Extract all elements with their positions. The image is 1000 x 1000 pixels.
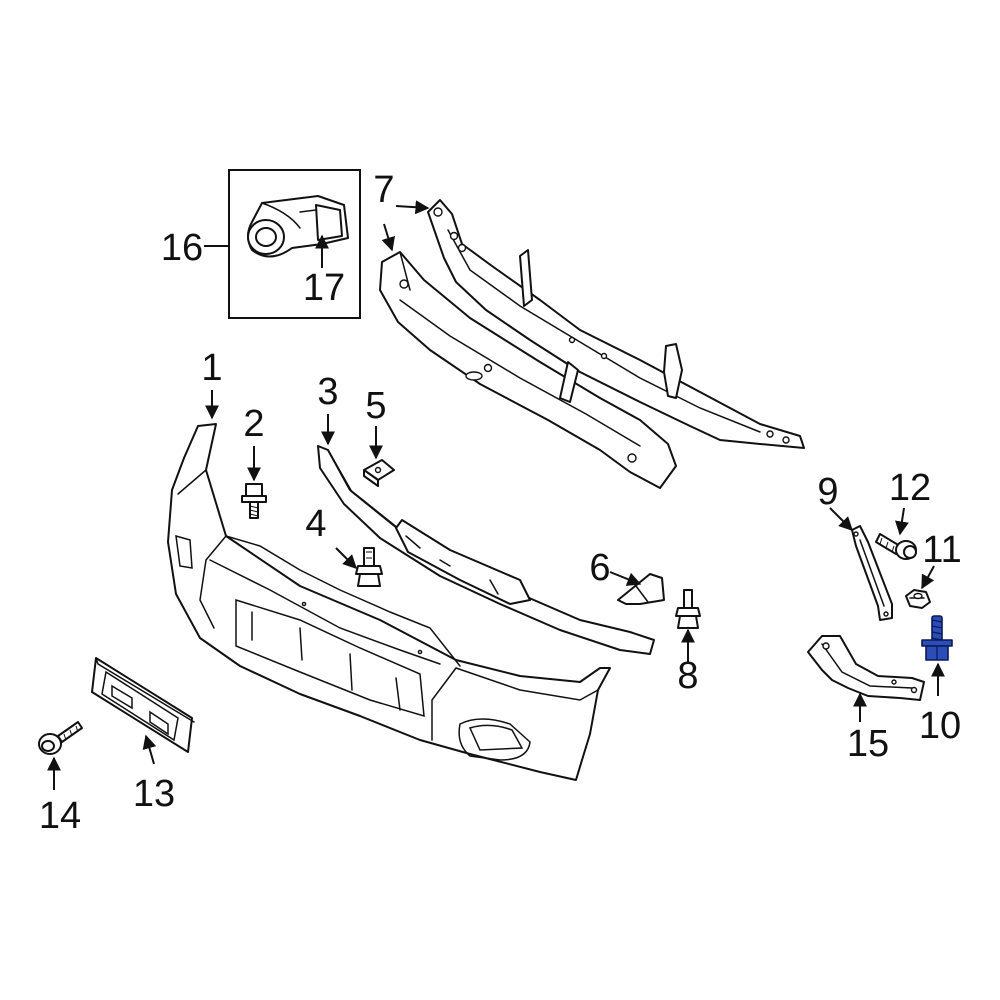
callout-15: 15 xyxy=(847,723,889,765)
push-pin-8-part[interactable] xyxy=(675,589,701,629)
bolt-2-part[interactable] xyxy=(241,483,267,519)
callout-5: 5 xyxy=(365,385,386,427)
push-pin-part[interactable] xyxy=(355,547,383,587)
callout-10[interactable]: 10 xyxy=(919,705,961,747)
callout-6: 6 xyxy=(589,547,610,589)
clip-nut-part[interactable] xyxy=(363,459,395,487)
bolt-10-highlighted-part[interactable] xyxy=(921,615,953,661)
lower-bracket-part[interactable] xyxy=(807,635,925,701)
callout-8: 8 xyxy=(677,655,698,697)
callout-4: 4 xyxy=(305,503,326,545)
support-rod-part[interactable] xyxy=(851,525,893,621)
reinforcement-beam-part[interactable] xyxy=(379,199,805,489)
callout-13: 13 xyxy=(133,773,175,815)
retainer-strip-part[interactable] xyxy=(317,445,655,655)
callout-17: 17 xyxy=(303,267,345,309)
license-plate-bracket-part[interactable] xyxy=(91,657,195,753)
callout-14: 14 xyxy=(39,795,81,837)
callout-3: 3 xyxy=(317,371,338,413)
callout-1: 1 xyxy=(201,347,222,389)
screw-14-part[interactable] xyxy=(38,721,83,755)
nut-11-part[interactable] xyxy=(905,589,931,609)
sensor-inset-box xyxy=(204,169,361,319)
callout-9: 9 xyxy=(817,471,838,513)
bumper-cover-part[interactable] xyxy=(167,423,611,781)
callout-7: 7 xyxy=(373,169,394,211)
callout-2: 2 xyxy=(243,403,264,445)
bolt-12-part[interactable] xyxy=(875,533,917,560)
callout-11: 11 xyxy=(922,529,961,571)
bumper-bracket-part[interactable] xyxy=(617,573,665,605)
callout-12: 12 xyxy=(889,467,931,509)
callout-16: 16 xyxy=(161,227,203,269)
